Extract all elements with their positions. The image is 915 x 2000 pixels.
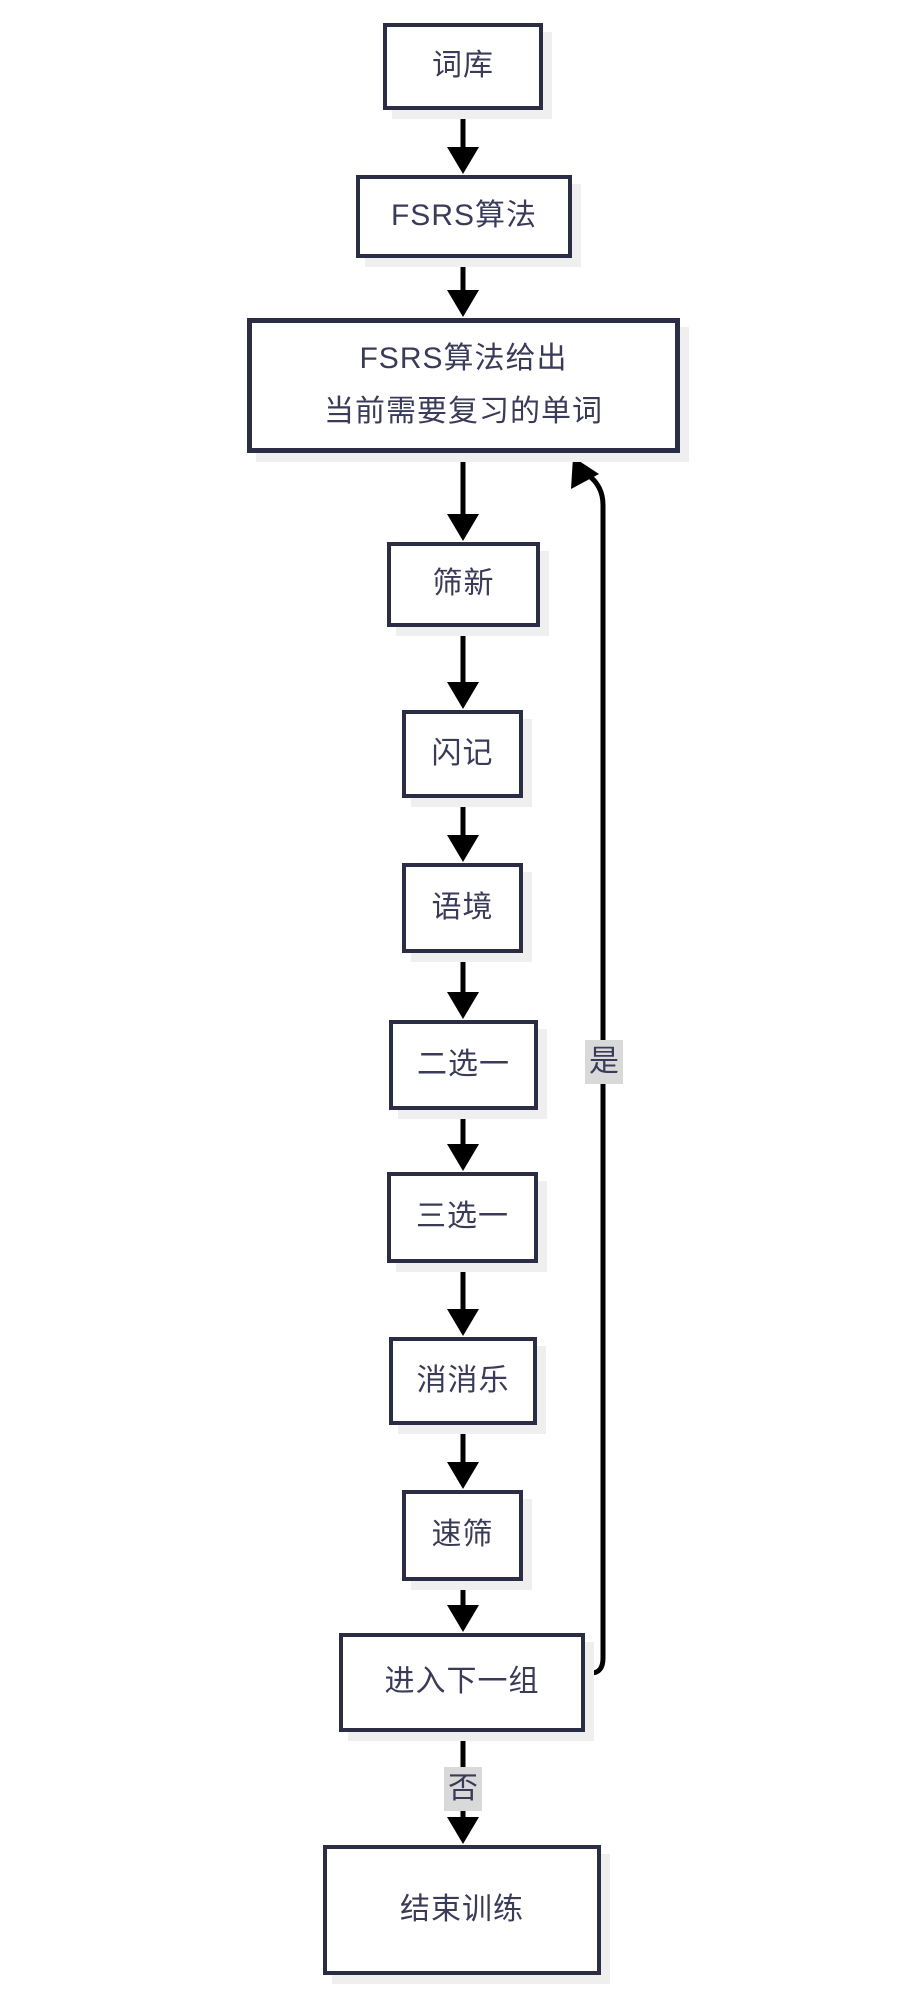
arrow-three-choose-one-to-elimination-game [447, 1263, 479, 1336]
arrow-word-bank-to-fsrs [447, 110, 479, 174]
flow-node-fsrs-algorithm: FSRS算法 [356, 175, 572, 258]
arrow-flash-recall-to-context [447, 798, 479, 862]
flow-node-label: 消消乐 [416, 1363, 510, 1397]
arrow-two-choose-one-to-three-choose-one [447, 1110, 479, 1171]
flow-node-label: 速筛 [431, 1518, 494, 1552]
edge-label-yes-text: 是 [589, 1045, 619, 1078]
flow-node-label: FSRS算法 [390, 199, 537, 233]
edge-label-yes: 是 [585, 1040, 623, 1084]
flow-node-fsrs-review-output: FSRS算法给出 当前需要复习的单词 [247, 318, 680, 453]
flow-node-label: 闪记 [431, 736, 494, 770]
flow-node-label: 二选一 [417, 1047, 510, 1081]
flow-node-label: FSRS算法给出 当前需要复习的单词 [324, 342, 603, 428]
flow-node-context: 语境 [402, 863, 523, 953]
flow-node-label: 三选一 [416, 1200, 509, 1234]
flow-node-label: 进入下一组 [384, 1665, 540, 1699]
flow-node-three-choose-one: 三选一 [387, 1172, 538, 1263]
arrow-sift-new-to-flash-recall [447, 627, 479, 709]
flow-node-elimination-game: 消消乐 [389, 1337, 537, 1425]
arrow-quick-sift-to-next-group [447, 1581, 479, 1632]
flow-node-quick-sift: 速筛 [402, 1490, 523, 1581]
flow-node-label: 筛新 [432, 567, 495, 601]
flow-node-label: 词库 [432, 49, 494, 83]
flow-node-flash-recall: 闪记 [402, 710, 523, 798]
edge-label-no: 否 [444, 1767, 482, 1811]
edge-label-no-text: 否 [448, 1772, 478, 1805]
arrow-elimination-game-to-quick-sift [447, 1425, 479, 1489]
arrow-review-output-to-sift-new [447, 453, 479, 541]
arrow-context-to-two-choose-one [447, 953, 479, 1019]
flow-node-end-training: 结束训练 [323, 1845, 601, 1975]
arrow-fsrs-to-review-output [447, 258, 479, 317]
flow-node-sift-new: 筛新 [387, 542, 540, 627]
flow-node-label: 语境 [431, 890, 494, 924]
flow-node-word-bank: 词库 [383, 23, 543, 110]
flow-node-label: 结束训练 [400, 1892, 524, 1926]
flow-node-two-choose-one: 二选一 [389, 1020, 538, 1110]
flow-node-next-group: 进入下一组 [339, 1633, 585, 1732]
